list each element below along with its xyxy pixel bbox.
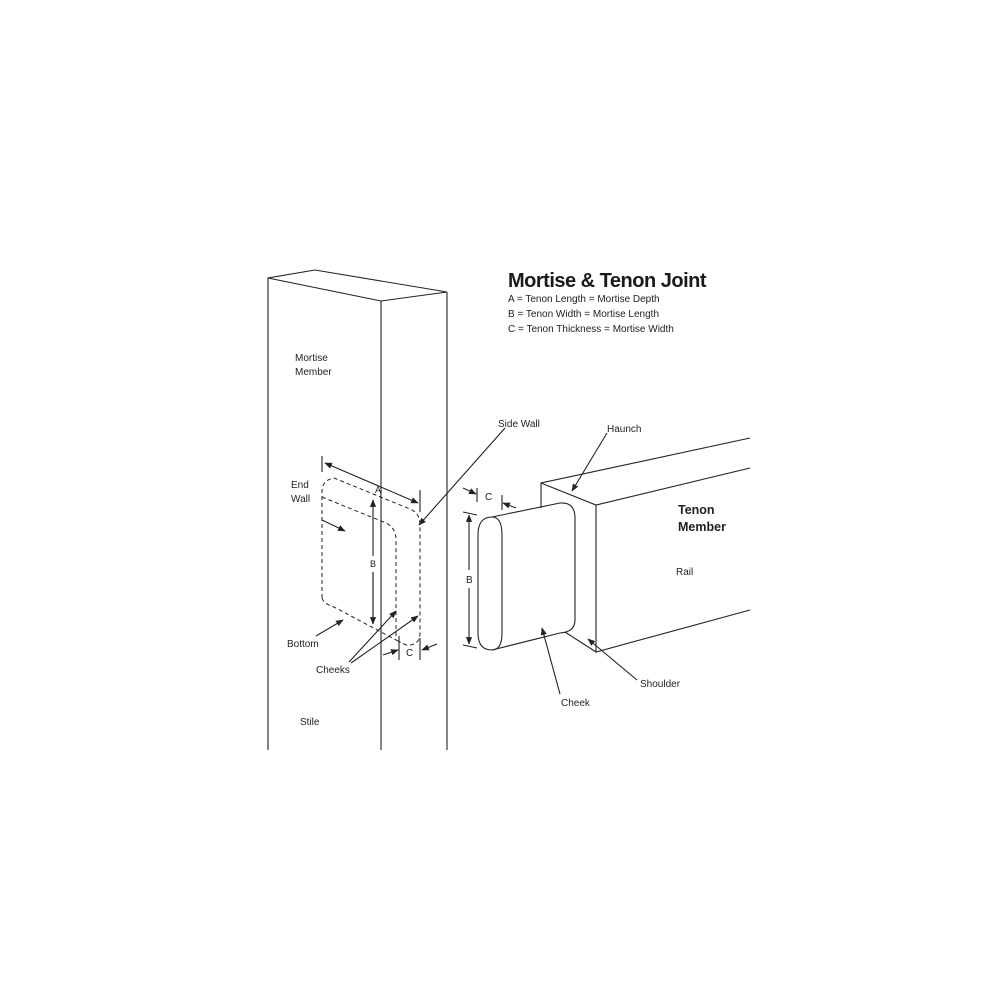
tenon-member-label-2: Member xyxy=(678,520,726,534)
tenon-member-drawing xyxy=(462,432,751,695)
dim-b-label-mortise: B xyxy=(370,559,376,569)
stile-label: Stile xyxy=(300,717,320,728)
legend-c: C = Tenon Thickness = Mortise Width xyxy=(508,324,674,335)
end-wall-label-2: Wall xyxy=(291,494,310,505)
cheek-label: Cheek xyxy=(561,698,591,709)
side-wall-label: Side Wall xyxy=(498,419,540,430)
legend-b: B = Tenon Width = Mortise Length xyxy=(508,309,659,320)
shoulder-label: Shoulder xyxy=(640,679,681,690)
tenon-member-label-1: Tenon xyxy=(678,503,715,517)
end-wall-label-1: End xyxy=(291,480,309,491)
dim-c-label-tenon: C xyxy=(485,492,492,503)
mortise-member-label-2: Member xyxy=(295,367,332,378)
dim-b-label-tenon: B xyxy=(466,575,473,586)
haunch-label: Haunch xyxy=(607,424,641,435)
mortise-member-drawing xyxy=(267,269,506,750)
dim-a-label: A xyxy=(375,485,381,495)
mortise-member-label-1: Mortise xyxy=(295,353,328,364)
diagram-title: Mortise & Tenon Joint xyxy=(508,270,707,292)
bottom-label: Bottom xyxy=(287,639,319,650)
cheeks-label: Cheeks xyxy=(316,665,350,676)
dim-c-label-mortise: C xyxy=(406,648,413,659)
rail-label: Rail xyxy=(676,567,693,578)
legend-a: A = Tenon Length = Mortise Depth xyxy=(508,294,660,305)
